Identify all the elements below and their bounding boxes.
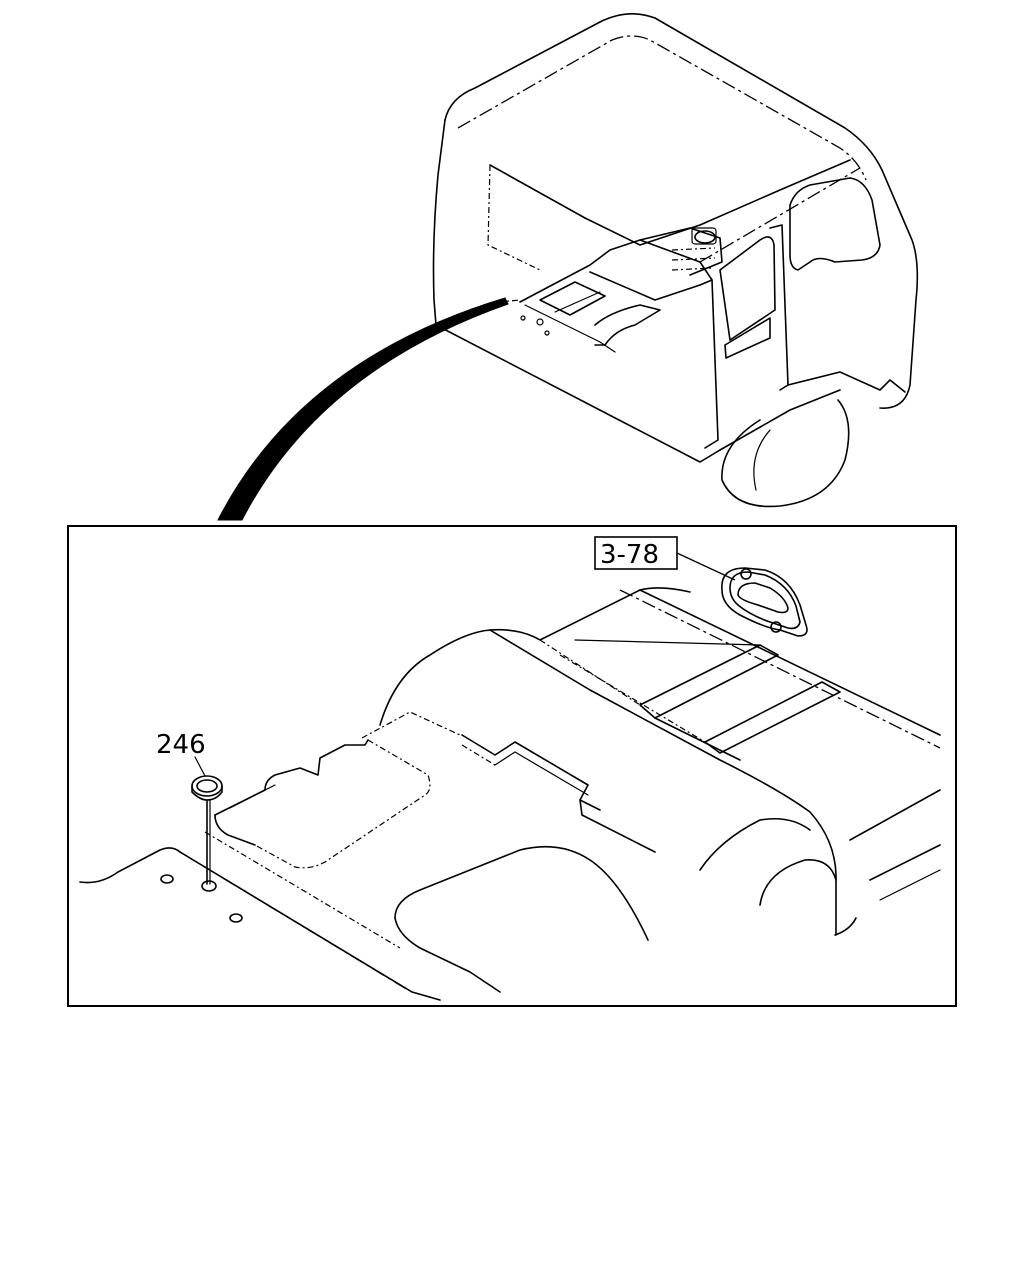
plug-part-number-label[interactable]: 246 xyxy=(156,730,206,760)
detail-view-frame xyxy=(67,525,957,1007)
detail-pointer-arrow xyxy=(217,297,509,521)
plug-part-246[interactable] xyxy=(191,775,223,885)
detail-floor-illustration xyxy=(79,587,941,1001)
gasket-part-ref-label[interactable]: 3-78 xyxy=(600,540,659,570)
plug-leader-line xyxy=(194,756,206,777)
vehicle-cab-illustration xyxy=(432,13,919,508)
gasket-part-3-78[interactable] xyxy=(721,567,808,637)
